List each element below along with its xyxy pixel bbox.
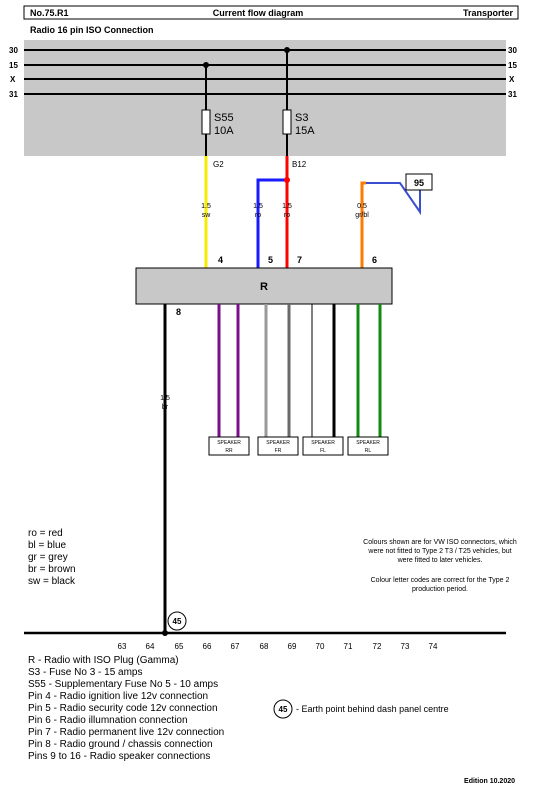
junction-pin5-branch <box>284 177 290 183</box>
rail-label-left-30: 30 <box>9 46 18 55</box>
legend-line-8: Pin 8 - Radio ground / chassis connectio… <box>28 739 213 750</box>
wire-pin8-size: 1.5 <box>160 395 170 402</box>
earth-point-45 <box>167 611 187 631</box>
connector-b12: B12 <box>292 160 307 169</box>
scale-70: 70 <box>316 642 325 651</box>
legend-line-1: R - Radio with ISO Plug (Gamma) <box>28 655 179 666</box>
scale-72: 72 <box>373 642 382 651</box>
rail-label-right-15: 15 <box>508 61 517 70</box>
note-line-5: Colour letter codes are correct for the … <box>371 577 510 584</box>
rail-label-right-x: X <box>509 75 515 84</box>
note-line-1: Colours shown are for VW ISO connectors,… <box>363 539 517 546</box>
pin-8-label: 8 <box>176 307 181 317</box>
speaker-fr-box <box>257 436 299 456</box>
reference-95-label: 95 <box>414 178 424 188</box>
speaker-fr-code: FR <box>275 448 282 454</box>
color-legend-gr: gr = grey <box>28 552 68 563</box>
scale-66: 66 <box>203 642 212 651</box>
vehicle-name: Transporter <box>463 8 514 18</box>
note-line-3: were fitted to later vehicles. <box>397 557 483 564</box>
wire-pin6-size: 0.5 <box>357 203 367 210</box>
legend-line-9: Pins 9 to 16 - Radio speaker connections <box>28 751 211 762</box>
scale-73: 73 <box>401 642 410 651</box>
scale-64: 64 <box>146 642 155 651</box>
rail-label-left-x: X <box>10 75 16 84</box>
color-legend-ro: ro = red <box>28 528 63 539</box>
scale-74: 74 <box>429 642 438 651</box>
connector-g2: G2 <box>213 160 224 169</box>
scale-65: 65 <box>175 642 184 651</box>
wire-pin6 <box>360 181 366 268</box>
speaker-fl-code: FL <box>320 448 326 454</box>
color-legend-br: br = brown <box>28 564 76 575</box>
junction-rail-15 <box>203 62 209 68</box>
wire-pin8-code: br <box>162 404 169 411</box>
wire-pin5-size: 1.5 <box>253 203 263 210</box>
speaker-rr-box <box>208 436 250 456</box>
fuse-panel <box>24 40 506 156</box>
wire-pin5-code: ro <box>255 212 261 219</box>
wire-pin7-code: ro <box>284 212 290 219</box>
legend-line-3: S55 - Supplementary Fuse No 5 - 10 amps <box>28 679 219 690</box>
fuse-s3-rating: 15A <box>295 125 315 137</box>
wire-pin7-size: 1.5 <box>282 203 292 210</box>
scale-71: 71 <box>344 642 353 651</box>
note-line-2: were not fitted to Type 2 T3 / T25 vehic… <box>367 548 511 555</box>
speaker-rr-word: SPEAKER <box>217 440 241 446</box>
note-line-6: production period. <box>412 586 468 593</box>
junction-rail-30 <box>284 47 290 53</box>
fuse-s55-body <box>201 109 211 135</box>
reference-box-95 <box>405 173 433 191</box>
page-title: Current flow diagram <box>213 8 304 18</box>
wire-pin4-size: 1.5 <box>201 203 211 210</box>
pin-6-label: 6 <box>372 255 377 265</box>
legend-line-2: S3 - Fuse No 3 - 15 amps <box>28 667 143 678</box>
scale-68: 68 <box>260 642 269 651</box>
rail-label-right-31: 31 <box>508 90 517 99</box>
speaker-rr-code: RR <box>225 448 233 454</box>
earth-point-45-label: 45 <box>173 617 182 626</box>
fuse-s3-id: S3 <box>295 112 308 124</box>
color-legend-sw: sw = black <box>28 576 75 587</box>
scale-67: 67 <box>231 642 240 651</box>
legend-line-7: Pin 7 - Radio permanent live 12v connect… <box>28 727 225 738</box>
pin-5-label: 5 <box>268 255 273 265</box>
speaker-rl-code: RL <box>365 448 372 454</box>
earth-legend-number: 45 <box>279 705 288 714</box>
speaker-rl-box <box>347 436 389 456</box>
diagram-subtitle: Radio 16 pin ISO Connection <box>30 25 154 35</box>
radio-unit-label: R <box>260 281 268 293</box>
color-legend-bl: bl = blue <box>28 540 67 551</box>
wire-illumination-branch <box>366 182 421 216</box>
rail-label-left-15: 15 <box>9 61 18 70</box>
rail-label-left-31: 31 <box>9 90 18 99</box>
wire-pin5 <box>256 178 287 268</box>
wire-pin6-code: gr/bl <box>355 212 369 219</box>
speaker-rl-word: SPEAKER <box>356 440 380 446</box>
speaker-fl-box <box>302 436 344 456</box>
legend-line-6: Pin 6 - Radio illumnation connection <box>28 715 188 726</box>
fuse-s55-id: S55 <box>214 112 234 124</box>
legend-line-5: Pin 5 - Radio security code 12v connecti… <box>28 703 218 714</box>
radio-unit <box>135 267 393 305</box>
ground-junction <box>162 630 168 636</box>
wire-pin4-code: sw <box>202 212 212 219</box>
earth-legend-description: - Earth point behind dash panel centre <box>296 704 449 714</box>
fuse-s55-rating: 10A <box>214 125 234 137</box>
fuse-s3-body <box>282 109 292 135</box>
scale-63: 63 <box>118 642 127 651</box>
doc-number: No.75.R1 <box>30 8 69 18</box>
scale-69: 69 <box>288 642 297 651</box>
edition-label: Edition 10.2020 <box>464 778 515 785</box>
speaker-fr-word: SPEAKER <box>266 440 290 446</box>
pin-7-label: 7 <box>297 255 302 265</box>
legend-line-4: Pin 4 - Radio ignition live 12v connecti… <box>28 691 209 702</box>
speaker-fl-word: SPEAKER <box>311 440 335 446</box>
pin-4-label: 4 <box>218 255 223 265</box>
earth-legend-symbol <box>273 699 293 719</box>
rail-label-right-30: 30 <box>508 46 517 55</box>
